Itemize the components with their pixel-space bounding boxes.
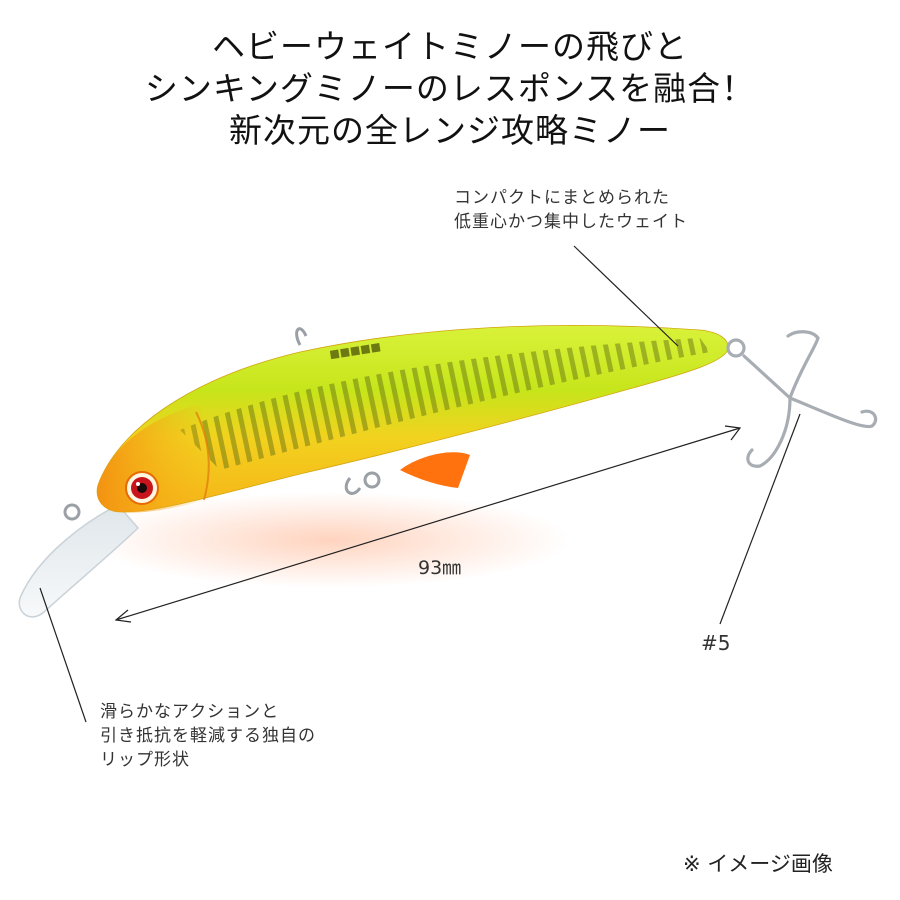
lip-leader-line bbox=[39, 587, 87, 723]
lip-callout: 滑らかなアクションと 引き抵抗を軽減する独自の リップ形状 bbox=[100, 700, 316, 772]
length-dimension-arrow bbox=[114, 425, 742, 623]
lip-callout-line-3: リップ形状 bbox=[100, 750, 190, 770]
belly-keel bbox=[400, 452, 470, 488]
lip-callout-line-1: 滑らかなアクションと bbox=[100, 702, 280, 722]
line-eye bbox=[63, 503, 81, 521]
weight-callout-line-1: コンパクトにまとめられた bbox=[454, 188, 670, 208]
body-scale-pattern bbox=[180, 338, 710, 470]
weight-callout-line-2: 低重心かつ集中したウェイト bbox=[454, 212, 688, 232]
length-label: 93㎜ bbox=[418, 557, 462, 579]
lure-eye-icon bbox=[125, 471, 159, 505]
gill-line bbox=[195, 411, 210, 501]
headline-line-1: ヘビーウェイトミノーの飛びと bbox=[212, 27, 688, 66]
weight-leader-line bbox=[573, 245, 679, 347]
lure-reflection bbox=[90, 492, 570, 588]
weight-callout: コンパクトにまとめられた 低重心かつ集中したウェイト bbox=[454, 186, 688, 234]
belly-hook bbox=[295, 327, 381, 495]
lure-lip bbox=[18, 504, 140, 618]
lip-callout-line-2: 引き抵抗を軽減する独自の bbox=[100, 726, 316, 746]
headline-line-2: シンキングミノーのレスポンスを融合！ bbox=[144, 69, 756, 108]
headline-line-3: 新次元の全レンジ攻略ミノー bbox=[229, 111, 671, 150]
image-note: ※ イメージ画像 bbox=[683, 852, 833, 876]
treble-hook-icon bbox=[726, 330, 878, 468]
headline: ヘビーウェイトミノーの飛びと シンキングミノーのレスポンスを融合！ 新次元の全レ… bbox=[0, 26, 900, 152]
color-leader-line bbox=[719, 413, 801, 625]
color-code-label: #5 bbox=[701, 631, 731, 655]
lure-head bbox=[97, 404, 210, 513]
